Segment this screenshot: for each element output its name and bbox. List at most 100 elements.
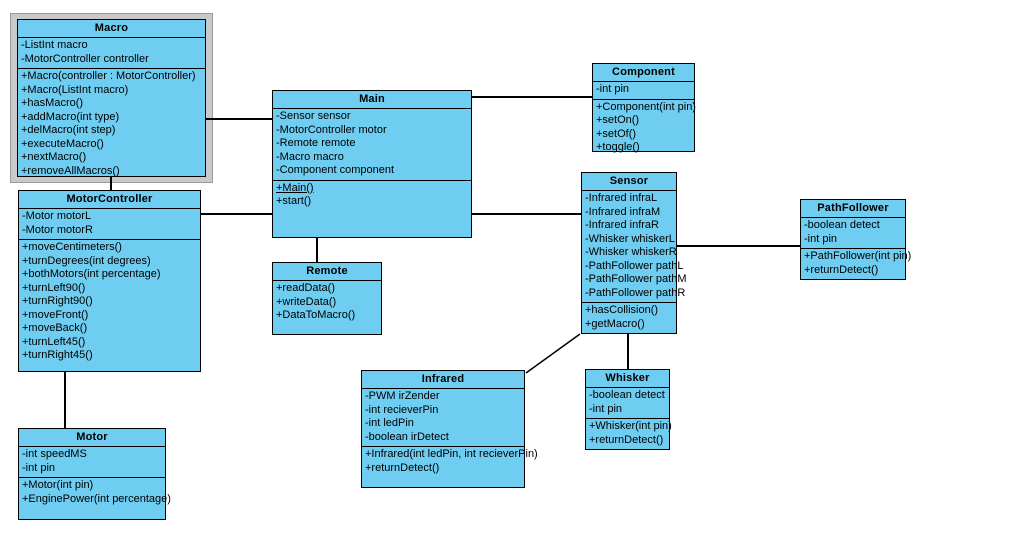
attribute: -MotorController controller — [21, 52, 149, 65]
method: +setOf() — [596, 127, 637, 140]
attribute: -Component component — [276, 164, 395, 176]
attribute: -PathFollower pathR — [585, 286, 686, 299]
method: +EnginePower(int percentage) — [22, 492, 171, 505]
class-title-infrared: Infrared — [362, 371, 524, 389]
method: +DataToMacro() — [276, 309, 356, 321]
method: +PathFollower(int pin) — [804, 250, 912, 262]
class-box-motorcontroller[interactable]: MotorController -Motor motorL -Motor mot… — [18, 190, 201, 372]
class-box-whisker[interactable]: Whisker -boolean detect -int pin +Whiske… — [585, 369, 672, 450]
methods-compartment-macro: +Macro(controller : MotorController) +Ma… — [18, 69, 205, 180]
method: +Infrared(int ledPin, int recieverPin) — [365, 448, 538, 460]
method: +hasCollision() — [585, 304, 659, 316]
method: +Motor(int pin) — [22, 479, 94, 491]
attributes-compartment-macro: -ListInt macro -MotorController controll… — [18, 38, 205, 69]
attribute: -Whisker whiskerR — [585, 246, 677, 258]
attributes-compartment-pathfollower: -boolean detect -int pin — [801, 218, 905, 249]
method: +writeData() — [276, 295, 337, 308]
association-sensor-whisker — [627, 334, 629, 369]
method: +moveBack() — [22, 322, 88, 334]
attribute: -PWM irZender — [365, 390, 440, 402]
attribute: -boolean detect — [804, 219, 880, 231]
method-static: +Main() — [276, 181, 314, 194]
class-box-component[interactable]: Component -int pin +Component(int pin) +… — [592, 63, 696, 153]
methods-compartment-infrared: +Infrared(int ledPin, int recieverPin) +… — [362, 447, 538, 477]
class-title-whisker: Whisker — [586, 370, 669, 388]
method: +turnLeft90() — [22, 281, 86, 294]
method: +Whisker(int pin) — [589, 420, 672, 432]
class-box-sensor[interactable]: Sensor -Infrared infraL -Infrared infraM… — [581, 172, 687, 334]
method: +returnDetect() — [365, 461, 440, 474]
method: +turnRight45() — [22, 349, 93, 361]
attributes-compartment-motorcontroller: -Motor motorL -Motor motorR — [19, 209, 200, 240]
method: +delMacro(int step) — [21, 124, 116, 136]
attribute: -Whisker whiskerL — [585, 232, 675, 245]
method: +removeAllMacros() — [21, 164, 120, 177]
method: +bothMotors(int percentage) — [22, 268, 161, 280]
attribute: -int ledPin — [365, 417, 414, 429]
attribute: -boolean irDetect — [365, 430, 449, 443]
method: +Component(int pin) — [596, 100, 696, 113]
attributes-compartment-whisker: -boolean detect -int pin — [586, 388, 669, 419]
method: +turnLeft45() — [22, 335, 86, 348]
attribute: -int pin — [804, 232, 838, 245]
class-box-remote[interactable]: Remote +readData() +writeData() +DataToM… — [272, 262, 382, 335]
method: +moveFront() — [22, 308, 89, 321]
attribute: -int pin — [22, 461, 56, 474]
method: +returnDetect() — [804, 263, 879, 276]
methods-compartment-sensor: +hasCollision() +getMacro() — [582, 303, 676, 333]
method: +Macro(ListInt macro) — [21, 83, 129, 96]
class-box-main[interactable]: Main -Sensor sensor -MotorController mot… — [272, 90, 472, 238]
method: +moveCentimeters() — [22, 241, 122, 253]
attributes-compartment-infrared: -PWM irZender -int recieverPin -int ledP… — [362, 389, 524, 447]
attribute: -Remote remote — [276, 137, 356, 149]
association-main-remote — [316, 238, 318, 263]
methods-compartment-main: +Main() +start() — [273, 181, 471, 211]
method: +addMacro(int type) — [21, 110, 120, 123]
association-main-sensor — [471, 213, 581, 215]
method: +hasMacro() — [21, 97, 84, 109]
association-motorcontroller-motor — [64, 372, 66, 428]
class-box-infrared[interactable]: Infrared -PWM irZender -int recieverPin … — [361, 370, 538, 488]
class-box-motor[interactable]: Motor -int speedMS -int pin +Motor(int p… — [18, 428, 171, 520]
attribute: -Infrared infraM — [585, 205, 661, 218]
attribute: -Motor motorL — [22, 210, 92, 222]
class-box-macro[interactable]: Macro -ListInt macro -MotorController co… — [17, 19, 206, 177]
methods-compartment-remote: +readData() +writeData() +DataToMacro() — [273, 281, 381, 325]
attribute: -Motor motorR — [22, 223, 93, 236]
attribute: -Infrared infraR — [585, 219, 659, 231]
attribute: -int pin — [596, 83, 630, 95]
class-title-component: Component — [593, 64, 694, 82]
class-box-pathfollower[interactable]: PathFollower -boolean detect -int pin +P… — [800, 199, 912, 280]
method: +returnDetect() — [589, 433, 664, 446]
method: +turnDegrees(int degrees) — [22, 254, 151, 267]
attribute: -Macro macro — [276, 150, 344, 163]
methods-compartment-motor: +Motor(int pin) +EnginePower(int percent… — [19, 478, 171, 508]
attribute: -Infrared infraL — [585, 192, 658, 204]
attribute: -int speedMS — [22, 448, 87, 460]
class-title-remote: Remote — [273, 263, 381, 281]
association-macro-motorcontroller — [110, 172, 112, 190]
attribute: -ListInt macro — [21, 39, 88, 51]
attributes-compartment-motor: -int speedMS -int pin — [19, 447, 165, 478]
association-sensor-pathfollower — [676, 245, 800, 247]
class-title-macro: Macro — [18, 20, 205, 38]
attributes-compartment-main: -Sensor sensor -MotorController motor -R… — [273, 109, 471, 181]
method: +Macro(controller : MotorController) — [21, 70, 196, 82]
attribute: -Sensor sensor — [276, 110, 351, 122]
methods-compartment-whisker: +Whisker(int pin) +returnDetect() — [586, 419, 672, 449]
method: +executeMacro() — [21, 137, 104, 150]
association-macro-main — [190, 118, 273, 120]
class-title-motor: Motor — [19, 429, 165, 447]
class-title-pathfollower: PathFollower — [801, 200, 905, 218]
methods-compartment-pathfollower: +PathFollower(int pin) +returnDetect() — [801, 249, 912, 279]
methods-compartment-component: +Component(int pin) +setOn() +setOf() +t… — [593, 100, 696, 157]
method: +toggle() — [596, 141, 640, 153]
attributes-compartment-sensor: -Infrared infraL -Infrared infraM -Infra… — [582, 191, 687, 303]
method: +nextMacro() — [21, 151, 87, 163]
method: +getMacro() — [585, 317, 645, 330]
attribute: -int pin — [589, 402, 623, 415]
association-motorcontroller-main — [201, 213, 273, 215]
attribute: -PathFollower pathM — [585, 273, 687, 285]
class-title-motorcontroller: MotorController — [19, 191, 200, 209]
method: +start() — [276, 195, 312, 207]
